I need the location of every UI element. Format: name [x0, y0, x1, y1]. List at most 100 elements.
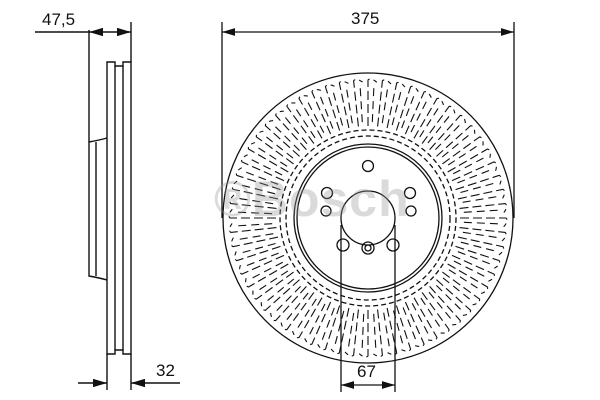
vent-line	[404, 301, 425, 348]
watermark-text: Bosch	[251, 171, 410, 227]
vent-line	[460, 181, 498, 194]
vent-line	[419, 104, 441, 138]
vent-line	[243, 252, 279, 268]
vent-line	[264, 278, 295, 304]
vent-line	[411, 302, 431, 338]
vent-line	[462, 195, 501, 203]
vent-line	[293, 105, 316, 139]
vent-line	[420, 297, 443, 331]
vent-line	[462, 231, 501, 239]
vent-line	[451, 161, 498, 182]
vent-line	[429, 286, 461, 326]
dimension-center-bore: 67	[357, 362, 376, 381]
vent-line	[234, 245, 281, 262]
vent-line	[441, 132, 472, 158]
vent-line	[320, 307, 335, 344]
vent-line	[459, 203, 508, 213]
vent-line	[252, 271, 294, 300]
vent-line	[371, 84, 375, 123]
vent-line	[231, 180, 279, 200]
vent-line	[347, 312, 355, 351]
vent-line	[402, 307, 418, 343]
vent-line	[381, 85, 389, 124]
vent-line	[460, 217, 508, 228]
vent-line	[413, 97, 445, 139]
vent-line	[333, 310, 345, 348]
vent-line	[311, 88, 332, 135]
vent-line	[307, 303, 326, 339]
vent-line	[453, 260, 489, 279]
vent-line	[275, 110, 307, 150]
vent-line	[330, 307, 350, 355]
vent-line	[447, 143, 481, 166]
vent-line	[283, 292, 309, 324]
vent-line	[448, 269, 482, 291]
vent-line	[457, 188, 506, 200]
vent-line	[272, 123, 300, 151]
vent-line	[447, 148, 491, 173]
watermark: ®Bosch	[214, 170, 410, 228]
vent-line	[304, 301, 332, 345]
vent-line	[238, 183, 276, 195]
vent-line	[386, 81, 406, 129]
vent-line	[463, 209, 502, 213]
vent-line	[255, 130, 294, 165]
vent-line	[324, 84, 341, 131]
vent-line	[242, 170, 279, 185]
vent-line	[245, 263, 289, 288]
vent-line	[291, 297, 323, 339]
vent-line	[235, 197, 274, 205]
vent-line	[344, 309, 359, 357]
vent-line	[460, 241, 498, 253]
vent-line	[442, 277, 474, 303]
dimension-disc-thickness: 32	[156, 361, 175, 380]
vent-line	[455, 245, 501, 269]
vent-line	[262, 133, 294, 159]
vent-line	[452, 155, 488, 175]
vent-line	[235, 233, 274, 241]
vent-line	[260, 279, 300, 311]
vent-line	[241, 154, 285, 182]
vent-line	[270, 286, 307, 322]
vent-line	[331, 88, 344, 126]
vent-line	[421, 105, 456, 144]
vent-line	[238, 242, 276, 255]
vent-line	[353, 78, 363, 127]
vent-line	[247, 141, 289, 173]
vent-line	[428, 291, 454, 322]
vent-line	[410, 97, 429, 133]
vent-line	[247, 157, 283, 176]
vent-line	[230, 236, 279, 248]
vent-line	[295, 298, 317, 332]
vent-line	[451, 254, 495, 282]
vent-line	[442, 271, 481, 306]
vent-line	[358, 310, 369, 358]
vent-line	[391, 88, 403, 126]
vent-line	[429, 114, 466, 150]
dimension-diameter: 375	[351, 9, 380, 28]
vent-line	[455, 174, 502, 191]
side-view	[35, 22, 180, 390]
vent-line	[305, 98, 325, 134]
vent-line	[254, 145, 288, 167]
vent-line	[413, 297, 438, 341]
vent-line	[463, 221, 502, 225]
vent-line	[234, 223, 273, 227]
vent-line	[386, 307, 398, 356]
vent-line	[395, 305, 412, 352]
vent-line	[234, 211, 273, 215]
vent-line	[318, 93, 334, 129]
dimension-overall-thickness: 47,5	[42, 10, 76, 29]
vent-line	[282, 114, 308, 145]
vent-line	[436, 279, 472, 316]
vent-line	[457, 168, 493, 184]
vent-line	[442, 136, 484, 165]
vent-line	[427, 112, 453, 144]
vent-line	[457, 236, 505, 256]
vent-line	[436, 125, 476, 157]
vent-line	[457, 251, 494, 266]
vent-line	[436, 285, 464, 313]
vent-line	[401, 92, 416, 129]
vent-line	[273, 286, 301, 314]
